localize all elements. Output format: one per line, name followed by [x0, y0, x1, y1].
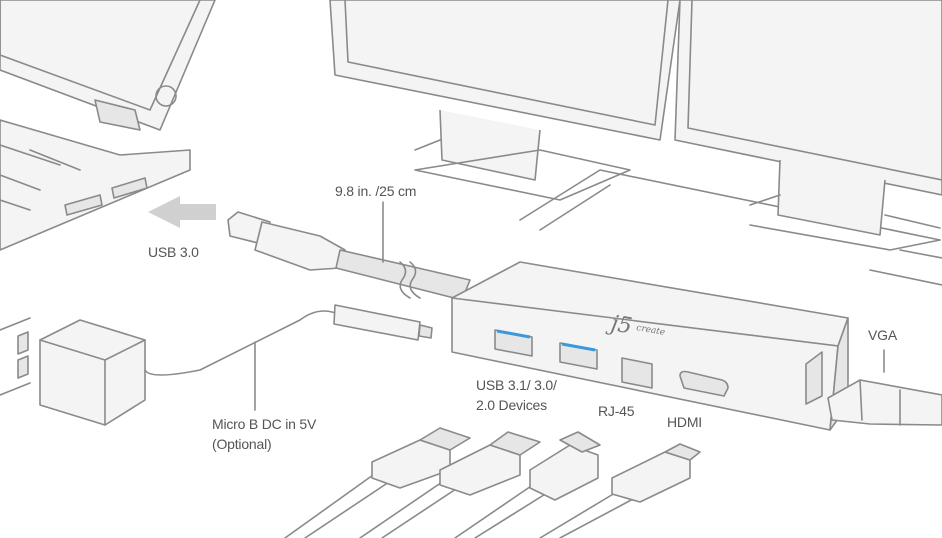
usb-port-2	[559, 342, 598, 370]
monitor-right	[674, 0, 942, 286]
cable-length-label: 9.8 in. /25 cm	[335, 183, 417, 199]
rj45-label: RJ-45	[598, 403, 635, 419]
monitor-left	[329, 0, 941, 241]
usb-devices-label-line2: 2.0 Devices	[476, 397, 547, 413]
power-label-line1: Micro B DC in 5V	[212, 416, 317, 432]
hdmi-port	[679, 370, 729, 397]
insert-arrow	[148, 196, 216, 228]
usb-devices-label-line1: USB 3.1/ 3.0/	[476, 377, 557, 393]
laptop	[0, 0, 216, 251]
vga-port	[805, 351, 823, 405]
device-cables	[284, 427, 701, 538]
usb-host-label: USB 3.0	[148, 244, 199, 260]
usb-port-1	[494, 329, 533, 357]
power-adapter	[0, 304, 433, 426]
vga-label: VGA	[868, 327, 897, 343]
usb-a-plug	[227, 211, 471, 301]
hdmi-label: HDMI	[667, 414, 702, 430]
svg-text:create: create	[635, 323, 665, 338]
power-label-line2: (Optional)	[212, 436, 272, 452]
vga-plug	[827, 379, 942, 426]
rj45-port	[621, 357, 653, 389]
